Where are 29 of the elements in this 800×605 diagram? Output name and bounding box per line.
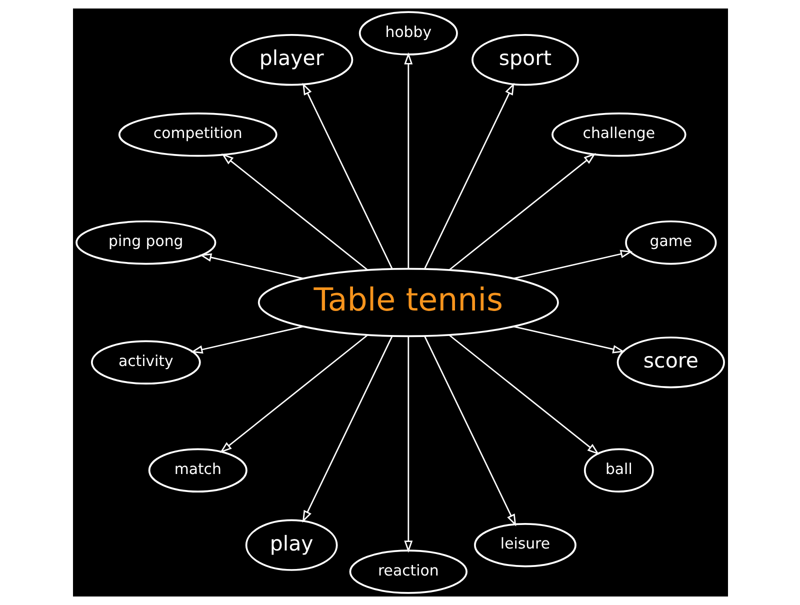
node-ellipse: reaction: [348, 550, 468, 594]
arrow: [302, 336, 392, 523]
node-ellipse: player: [229, 34, 353, 86]
arrow: [219, 334, 368, 453]
arrow: [423, 82, 514, 270]
node-ellipse: challenge: [551, 112, 686, 157]
node-ellipse: score: [616, 336, 724, 388]
node-ellipse: match: [148, 448, 247, 493]
arrow: [423, 336, 516, 526]
node-ellipse: competition: [118, 112, 277, 157]
node-ellipse: ball: [583, 448, 654, 493]
arrow: [448, 152, 596, 271]
node-ellipse: leisure: [474, 522, 576, 568]
arrow: [404, 336, 412, 553]
arrow: [513, 326, 624, 354]
arrow: [404, 52, 412, 269]
node-ellipse: game: [624, 220, 716, 265]
node-ellipse: sport: [471, 34, 578, 86]
node-ellipse: hobby: [358, 11, 458, 56]
arrow: [198, 253, 303, 280]
node-ellipse: Table tennis: [257, 268, 558, 338]
node-ellipse: activity: [90, 340, 200, 385]
node-ellipse: ping pong: [75, 220, 216, 265]
arrow: [302, 82, 392, 270]
node-ellipse: play: [244, 519, 338, 571]
arrow: [221, 153, 368, 271]
arrow: [190, 326, 303, 354]
arrow: [513, 250, 632, 280]
arrow: [448, 334, 599, 455]
